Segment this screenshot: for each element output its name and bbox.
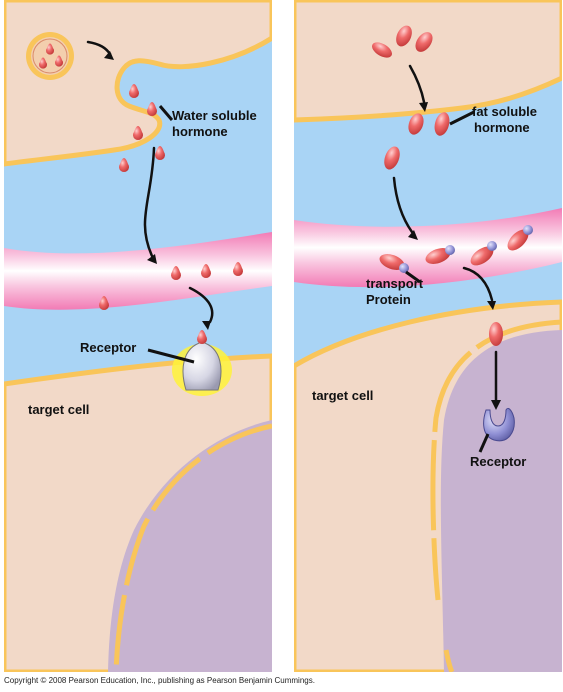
hormone <box>489 322 503 346</box>
transport-protein-complexes <box>379 225 533 273</box>
fat-soluble-hormone-panel: fat soluble hormone transport Protein ta… <box>294 0 562 672</box>
hormone <box>171 266 181 280</box>
transport-complex <box>470 241 497 266</box>
target-cell-label: target cell <box>312 388 373 403</box>
hormone <box>396 25 412 47</box>
nucleus <box>108 420 272 672</box>
nuclear-envelope <box>443 649 455 672</box>
hormone <box>129 84 139 99</box>
fat-soluble-hormones <box>372 25 503 346</box>
hormone-label: hormone <box>172 124 228 139</box>
hormone-in-vesicle <box>39 57 47 69</box>
receptor-label: Receptor <box>80 340 136 355</box>
hormone <box>415 32 433 52</box>
diffusion-arrow <box>392 176 414 234</box>
hormone <box>98 296 109 310</box>
exit-arrow <box>188 286 214 324</box>
hormone <box>384 146 400 170</box>
water-soluble-hormone-panel: Water soluble hormone Receptor target ce… <box>4 0 272 672</box>
hormone <box>408 113 424 135</box>
hormone <box>201 264 211 278</box>
nuclear-envelope <box>113 423 272 672</box>
transport-complex <box>379 254 409 273</box>
transport-complex <box>507 225 533 251</box>
blood-vessel <box>4 232 272 310</box>
hormone <box>133 126 143 140</box>
copyright-notice: Copyright © 2008 Pearson Education, Inc.… <box>4 676 315 685</box>
receptor-label: Receptor <box>470 454 526 469</box>
hormone <box>372 42 392 58</box>
secreting-cell <box>4 0 272 167</box>
hormone-leader-line <box>449 110 475 126</box>
hormone <box>147 102 158 116</box>
exit-arrow <box>462 266 494 302</box>
transport-protein-label: Protein <box>366 292 411 307</box>
hormone-label: fat soluble <box>472 104 537 119</box>
transport-leader-line <box>405 270 421 284</box>
diffusion-arrow <box>143 146 156 258</box>
transport-protein-label: transport <box>366 276 424 291</box>
receptor-leader-line <box>147 348 195 364</box>
receptor-leader-line <box>478 433 490 453</box>
hormone-leader-line <box>158 105 174 121</box>
hormone-in-vesicle <box>46 43 54 55</box>
hormone-label: Water soluble <box>172 108 257 123</box>
diffusion-arrow <box>408 64 426 104</box>
hormone-in-vesicle <box>55 55 63 67</box>
blood-vessel <box>294 208 562 288</box>
target-cell-label: target cell <box>28 402 89 417</box>
hormone <box>119 158 129 172</box>
secreting-cell <box>294 0 562 123</box>
nuclear-envelope <box>430 319 562 601</box>
water-soluble-hormones <box>98 84 243 310</box>
hormone <box>233 262 243 276</box>
nucleus <box>440 330 562 672</box>
hormone <box>155 146 166 160</box>
hormone <box>434 112 450 136</box>
hormone-label: hormone <box>474 120 530 135</box>
transport-complex <box>425 245 455 264</box>
intracellular-receptor <box>483 407 515 442</box>
bound-hormone <box>197 330 207 344</box>
